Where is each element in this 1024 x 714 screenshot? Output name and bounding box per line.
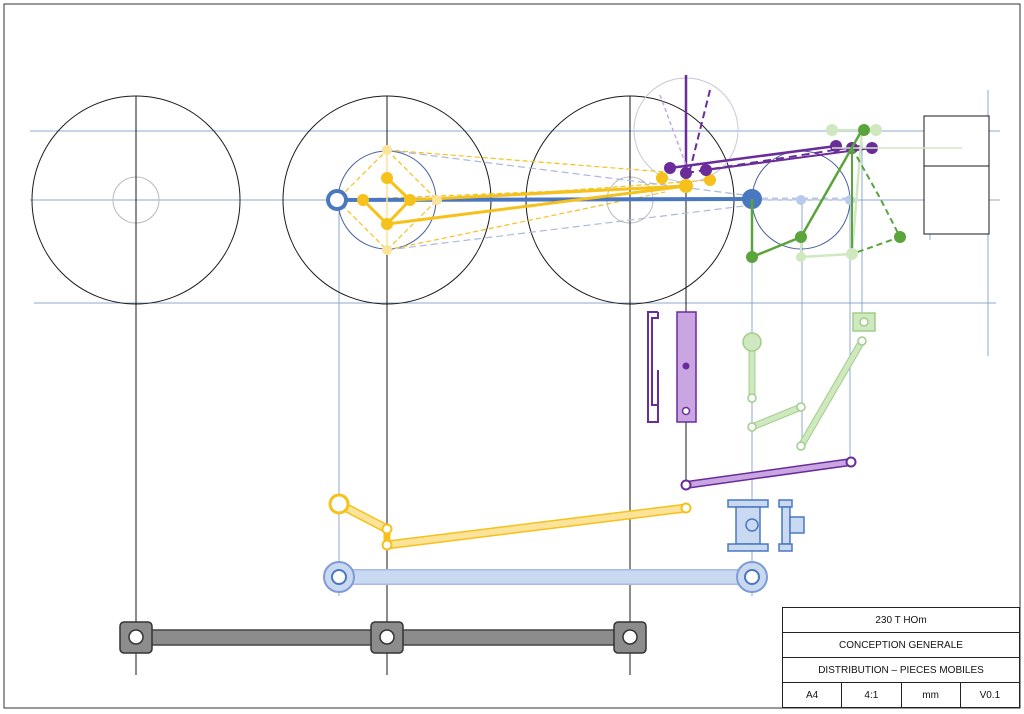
sheet-title: DISTRIBUTION – PIECES MOBILES (818, 664, 984, 676)
crank-pin-left (326, 189, 348, 211)
paper-format: A4 (783, 683, 843, 707)
yellow-joints (357, 145, 716, 255)
grey-coupling-rod (119, 621, 647, 654)
drawing-subtitle: CONCEPTION GENERALE (839, 639, 963, 651)
green-small-link (747, 402, 806, 432)
yellow-union-link (381, 502, 692, 551)
cylinder-block (923, 115, 990, 235)
project-name: 230 T HOm (875, 614, 927, 626)
title-block-sheet-row: DISTRIBUTION – PIECES MOBILES (783, 658, 1019, 683)
yellow-combination-lever (328, 493, 393, 549)
blue-main-rod (323, 561, 768, 593)
blue-crosshead (727, 499, 805, 552)
purple-slide-block (676, 311, 697, 423)
title-block-project-row: 230 T HOm (783, 608, 1019, 633)
purple-linkage (659, 75, 873, 174)
drawing-units: mm (902, 683, 961, 707)
purple-guide-bar (647, 311, 659, 423)
green-return-crank (742, 332, 762, 403)
title-block: 230 T HOm CONCEPTION GENERALE DISTRIBUTI… (782, 607, 1020, 708)
sheet-border (3, 3, 1021, 709)
title-block-info-row: A4 4:1 mm V0.1 (783, 683, 1019, 707)
purple-radius-rod (680, 456, 857, 491)
green-joints (746, 124, 906, 263)
title-block-subtitle-row: CONCEPTION GENERALE (783, 633, 1019, 658)
green-linkage (750, 129, 962, 259)
green-eccentric-rod (796, 312, 876, 451)
drawing-version: V0.1 (979, 689, 1001, 701)
light-blue-construction-lines (386, 149, 753, 251)
drawing-scale: 4:1 (842, 683, 902, 707)
